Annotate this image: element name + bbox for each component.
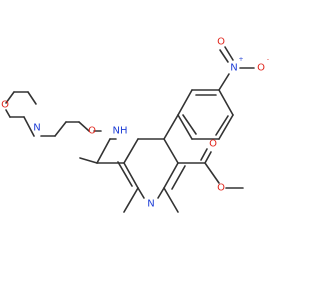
- bond: [163, 114, 179, 140]
- bond: [215, 115, 229, 136]
- bond: [218, 89, 234, 116]
- bond: [123, 162, 139, 189]
- bond: [117, 161, 133, 187]
- bond: [5, 91, 15, 104]
- nitro-oxygen-double-label: O: [217, 37, 225, 48]
- bonds: [5, 46, 255, 213]
- amine-nh-label: NH: [113, 126, 128, 137]
- bond: [224, 46, 234, 61]
- ester-carbonyl-oxygen-label: O: [209, 139, 217, 150]
- bond: [123, 187, 139, 213]
- bond: [96, 138, 111, 164]
- bond: [163, 162, 179, 189]
- bond: [204, 162, 220, 184]
- bond: [79, 157, 98, 164]
- bond: [204, 151, 212, 164]
- nitro-nitrogen-charge: +: [238, 56, 243, 63]
- molecule-structure: N + O O - O O N NH O N O: [1, 37, 269, 213]
- nitro-oxygen-anion-label: O: [257, 63, 265, 74]
- ring-nitrogen-label: N: [147, 199, 154, 210]
- atom-labels: N + O O - O O N NH O N O: [1, 37, 269, 210]
- oxime-oxygen-label: O: [88, 126, 96, 137]
- molecule-canvas: N + O O - O O N NH O N O: [1, 36, 270, 213]
- bond: [157, 187, 165, 199]
- morpholine-nitrogen-label: N: [33, 123, 40, 134]
- bond: [27, 91, 37, 105]
- bond: [163, 138, 179, 164]
- bond: [163, 187, 179, 213]
- ester-alkoxy-oxygen-label: O: [217, 183, 225, 194]
- bond: [54, 121, 67, 137]
- nitro-nitrogen-label: N: [230, 63, 237, 74]
- bond: [171, 165, 186, 190]
- bond: [5, 109, 11, 118]
- bond: [200, 148, 208, 161]
- bond: [177, 114, 193, 140]
- bond: [23, 116, 35, 137]
- bond: [123, 138, 139, 164]
- nitro-oxygen-charge: -: [267, 56, 269, 63]
- bond: [218, 114, 234, 140]
- bond: [177, 89, 193, 116]
- bond: [182, 114, 197, 135]
- bond: [218, 73, 230, 91]
- bond: [78, 121, 90, 132]
- bond: [219, 49, 229, 63]
- bond: [137, 187, 145, 199]
- morpholine-oxygen-label: O: [1, 100, 9, 111]
